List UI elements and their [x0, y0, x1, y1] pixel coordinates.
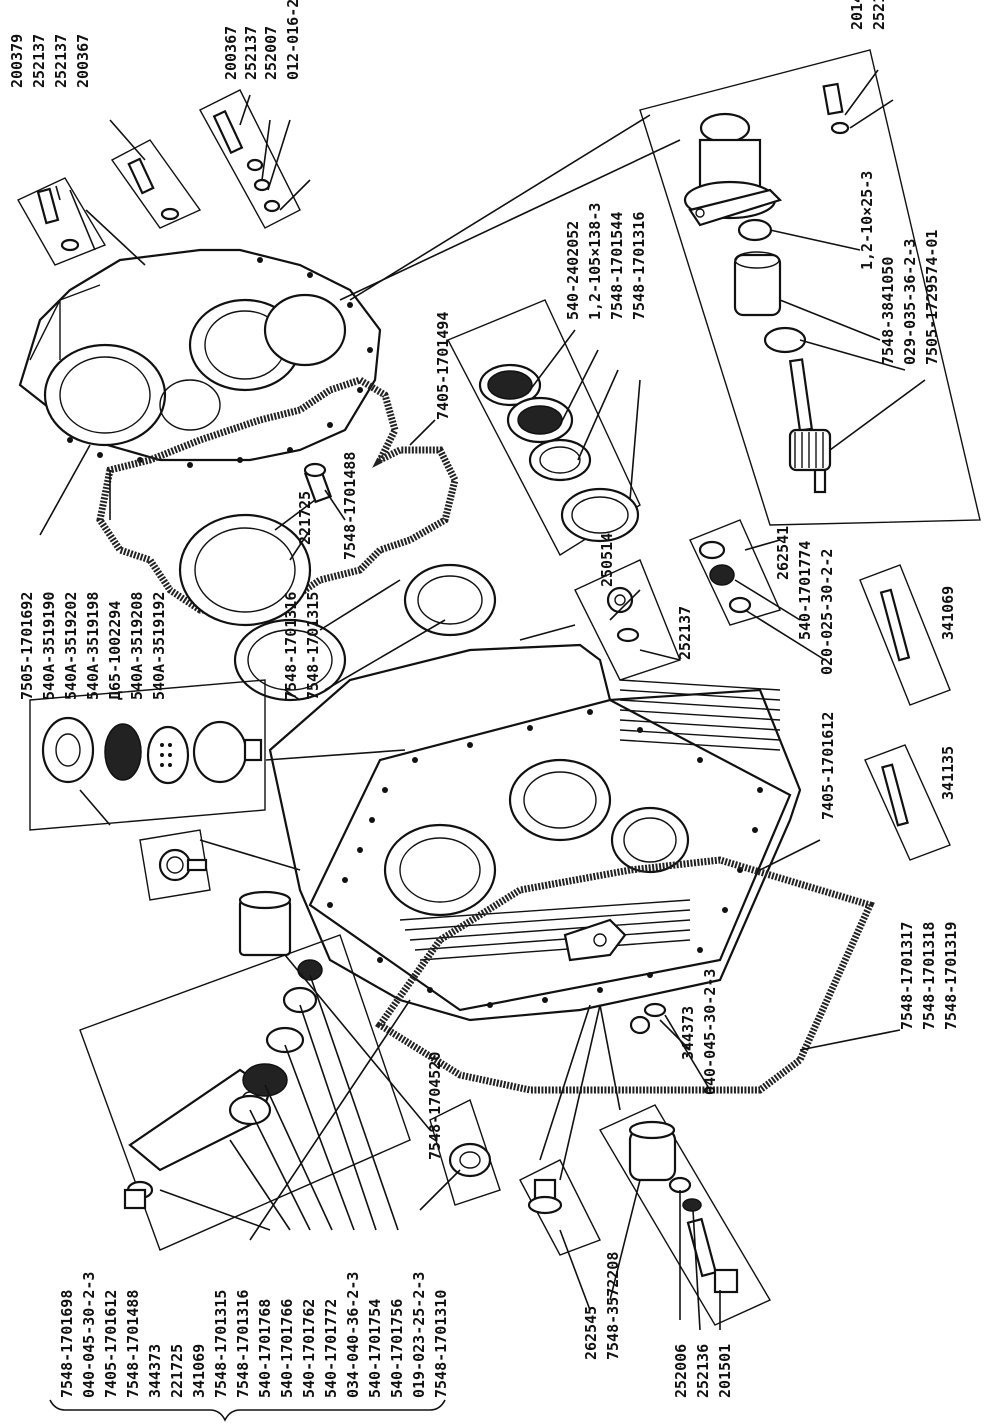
part-label-t31: 250514	[598, 533, 616, 587]
part-label-t35: 020-025-30-2-2	[818, 549, 836, 675]
part-label-t19: 7405-1701494	[434, 312, 452, 420]
part-label-t53: 7548-1701488	[124, 1290, 142, 1398]
lever-assembly-box	[79, 934, 411, 1251]
pto-assembly-box	[639, 49, 981, 526]
part-label-t23: 540A-3519190	[40, 592, 58, 700]
part-label-t3: 252137	[52, 34, 70, 88]
part-label-t67: 7548-1701310	[432, 1290, 450, 1398]
part-label-t36: 341069	[939, 586, 957, 640]
part-label-t46: 7548-3572208	[604, 1252, 622, 1360]
part-label-t22: 7505-1701692	[18, 592, 36, 700]
part-label-t14: 7548-1701316	[630, 212, 648, 320]
part-label-t57: 7548-1701315	[212, 1290, 230, 1398]
part-label-t30: 7548-1701315	[304, 592, 322, 700]
part-label-t15: 1,2-10×25-3	[858, 171, 876, 270]
part-label-t2: 252137	[30, 34, 48, 88]
part-label-t51: 040-045-30-2-3	[80, 1272, 98, 1398]
part-label-t48: 252136	[694, 1344, 712, 1398]
part-label-t42: 344373	[679, 1006, 697, 1060]
eye-bolt-box	[139, 829, 211, 901]
stud-box-341069	[859, 564, 951, 706]
retainer-plate	[178, 513, 312, 627]
bolt-box-3	[199, 89, 301, 229]
front-cover	[18, 248, 382, 468]
part-label-t52: 7405-1701612	[102, 1290, 120, 1398]
part-label-t60: 540-1701766	[278, 1299, 296, 1398]
part-label-t27: 540A-3519208	[128, 592, 146, 700]
bolt-7548-1701488	[303, 462, 333, 504]
part-label-t44: 7548-1704520	[426, 1052, 444, 1160]
stud-box-341135	[864, 744, 951, 861]
part-label-t55: 221725	[168, 1344, 186, 1398]
part-label-t20: 7548-1701488	[341, 452, 359, 560]
part-label-t26: Д65-1002294	[106, 601, 124, 700]
part-label-t12: 1,2-105×138-3	[586, 203, 604, 320]
part-label-t38: 341135	[939, 746, 957, 800]
part-label-t34: 540-1701774	[796, 541, 814, 640]
part-label-t59: 540-1701768	[256, 1299, 274, 1398]
part-label-t25: 540A-3519198	[84, 592, 102, 700]
part-label-t4: 200367	[74, 34, 92, 88]
part-label-t39: 7548-1701317	[898, 922, 916, 1030]
part-label-t43: 040-045-30-2-3	[701, 969, 719, 1095]
drain-plug-box	[519, 1159, 601, 1256]
part-label-t5: 200367	[222, 26, 240, 80]
gearbox-housing	[268, 643, 802, 1022]
part-label-t8: 012-016-25-2-3	[284, 0, 302, 80]
part-label-t18: 7505-1729574-01	[923, 230, 941, 365]
housing-gasket	[375, 856, 875, 1094]
part-label-t41: 7548-1701319	[942, 922, 960, 1030]
part-label-t10: 252135	[870, 0, 888, 30]
spacer-cylinder	[238, 890, 292, 957]
bolt-box-1	[17, 177, 107, 266]
plug-bolt-box	[599, 1104, 771, 1326]
part-label-t24: 540A-3519202	[62, 592, 80, 700]
part-label-t45: 262545	[582, 1306, 600, 1360]
part-label-t40: 7548-1701318	[920, 922, 938, 1030]
part-label-t54: 344373	[146, 1344, 164, 1398]
part-label-t28: 540A-3519192	[150, 592, 168, 700]
valve-box	[689, 519, 781, 626]
part-label-t66: 019-023-25-2-3	[410, 1272, 428, 1398]
part-label-t58: 7548-1701316	[234, 1290, 252, 1398]
breather-box	[29, 679, 266, 831]
part-label-t29: 7548-1701316	[282, 592, 300, 700]
part-label-t7: 252007	[262, 26, 280, 80]
part-label-t33: 262541	[774, 526, 792, 580]
leader-lines	[39, 69, 926, 1422]
part-label-t65: 540-1701756	[388, 1299, 406, 1398]
nut-washer-box	[574, 559, 681, 681]
part-label-t37: 7405-1701612	[819, 712, 837, 820]
part-label-t62: 540-1701772	[322, 1299, 340, 1398]
part-label-t21: 221725	[296, 491, 314, 545]
part-label-t16: 7548-3841050	[879, 257, 897, 365]
part-label-t11: 540-2402052	[564, 221, 582, 320]
part-label-t64: 540-1701754	[366, 1299, 384, 1398]
seal-group-box	[447, 299, 641, 556]
bolt-box-2	[110, 139, 202, 229]
part-label-t32: 252137	[676, 606, 694, 660]
part-label-t63: 034-040-36-2-3	[344, 1272, 362, 1398]
part-label-t61: 540-1701762	[300, 1299, 318, 1398]
washer-344373	[629, 1002, 667, 1035]
part-label-t6: 252137	[242, 26, 260, 80]
part-label-t47: 252006	[672, 1344, 690, 1398]
part-label-t49: 201501	[716, 1344, 734, 1398]
part-label-t1: 200379	[8, 34, 26, 88]
part-label-t50: 7548-1701698	[58, 1290, 76, 1398]
part-label-t17: 029-035-36-2-3	[901, 239, 919, 365]
part-label-t56: 341069	[190, 1344, 208, 1398]
part-label-t9: 201454	[848, 0, 866, 30]
part-label-t13: 7548-1701544	[608, 212, 626, 320]
washer-box	[429, 1099, 501, 1206]
